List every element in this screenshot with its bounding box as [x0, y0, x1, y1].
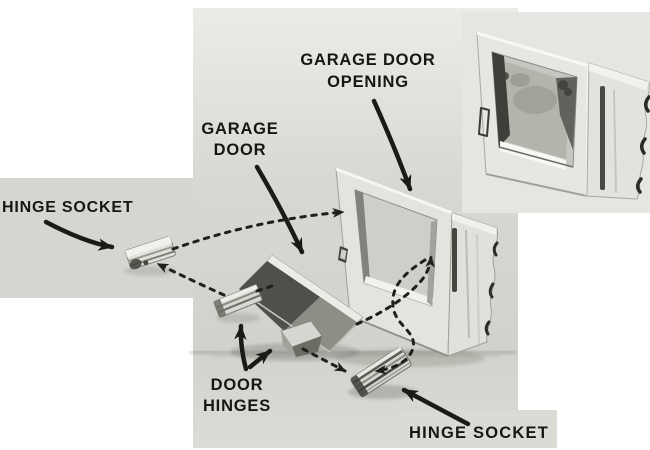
label-garage-door-line1: GARAGE	[201, 120, 279, 138]
left-photo-arm	[0, 178, 194, 298]
hinge-knuckle-right	[558, 80, 568, 90]
label-door-hinges: DOOR HINGES	[183, 375, 291, 417]
arrow-door-hinge-lower	[247, 348, 273, 370]
hinge-socket-left	[125, 236, 176, 270]
label-hinge-socket-bottom: HINGE SOCKET	[409, 424, 549, 442]
label-garage-door-opening-line2: OPENING	[327, 73, 409, 91]
label-door-hinges-line2: HINGES	[202, 397, 272, 415]
door-hinge-upper	[213, 284, 263, 318]
arrow-garage-door-opening	[371, 98, 413, 192]
label-garage-door-opening-line1: GARAGE DOOR	[300, 51, 436, 69]
assembled-garage-door-inset	[476, 31, 650, 200]
arrow-garage-door	[254, 164, 305, 255]
assembly-guide-lines	[156, 208, 436, 375]
hinge-knuckle-left	[494, 65, 504, 75]
garage-door-panel	[238, 254, 364, 353]
arrow-door-hinge-upper	[234, 323, 249, 372]
label-garage-door: GARAGE DOOR	[188, 119, 292, 161]
door-hinge-lower	[280, 320, 323, 357]
jamb-slot-inset	[478, 107, 490, 137]
label-hinge-socket-left: HINGE SOCKET	[2, 199, 134, 216]
label-garage-door-opening: GARAGE DOOR OPENING	[288, 49, 448, 93]
arrow-hinge-socket-bottom	[401, 387, 471, 427]
arrow-hinge-socket-left	[43, 219, 115, 251]
label-garage-door-line2: DOOR	[213, 141, 267, 159]
bottom-label-patch	[400, 410, 557, 448]
garage-door-opening-frame	[335, 167, 499, 357]
label-arrows	[43, 98, 471, 427]
label-door-hinges-line1: DOOR	[210, 376, 264, 394]
